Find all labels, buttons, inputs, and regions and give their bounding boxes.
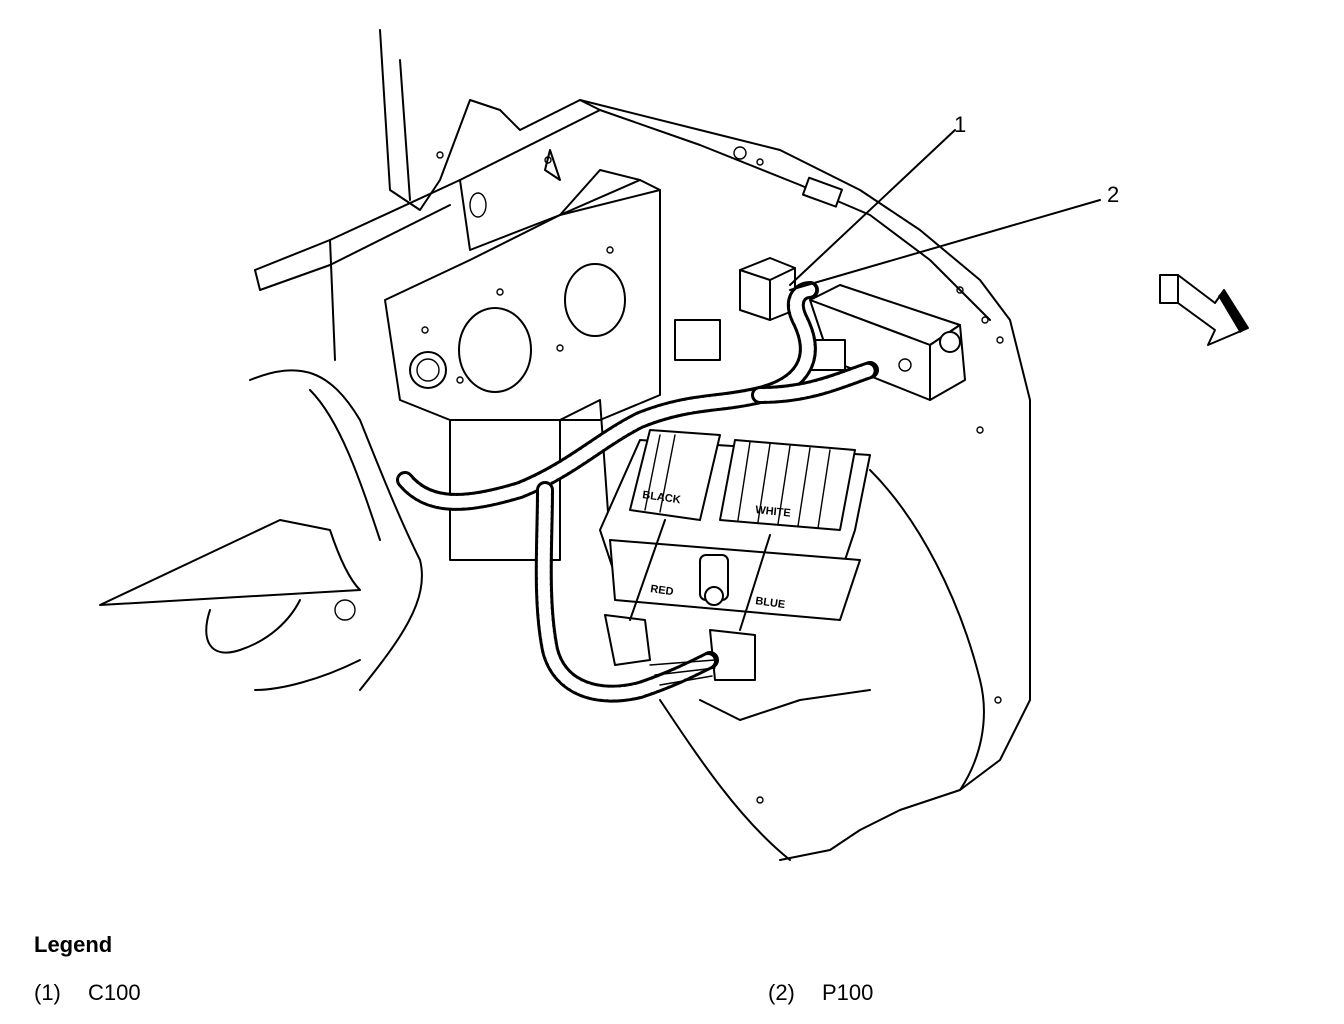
legend-item-1-label: C100 [88, 980, 141, 1005]
control-module: BLACK WHITE RED BLUE [599, 429, 871, 621]
callout-2: 2 [1107, 182, 1119, 207]
red-connector-label: RED [650, 583, 675, 598]
legend-item-2-label: P100 [822, 980, 874, 1005]
lower-plugs [604, 614, 756, 681]
wiring-diagram: BLACK WHITE RED BLUE 1 2 [99, 29, 1249, 861]
callout-1: 1 [954, 112, 966, 137]
callout-leaders [629, 129, 1101, 631]
dash-panel [384, 149, 661, 561]
fender-wheelhouse [579, 99, 1031, 861]
connector-c100 [739, 257, 796, 321]
legend-item-1-number: (1) [34, 980, 61, 1005]
black-connector-label: BLACK [642, 489, 682, 506]
direction-arrow-icon [1159, 274, 1249, 346]
legend-item-2: (2) P100 [768, 980, 873, 1006]
legend-item-2-number: (2) [768, 980, 795, 1005]
legend-item-1: (1) C100 [34, 980, 141, 1006]
blue-connector-label: BLUE [755, 595, 786, 611]
body-structure [99, 29, 601, 691]
relay-module [674, 284, 966, 401]
legend-title: Legend [34, 932, 113, 957]
wiring-harness [396, 281, 879, 703]
white-connector-label: WHITE [755, 504, 792, 520]
